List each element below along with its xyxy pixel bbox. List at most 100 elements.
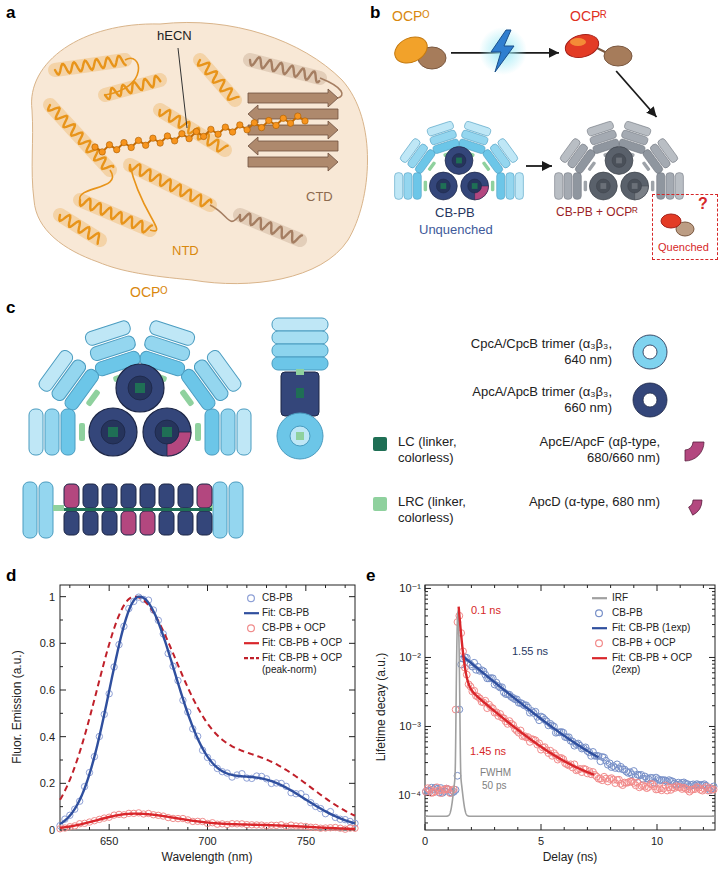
figure-art xyxy=(237,409,251,455)
figure-art xyxy=(237,122,243,128)
figure-art xyxy=(248,153,338,171)
figure-art xyxy=(712,747,715,748)
figure-art xyxy=(109,585,110,591)
figure-art xyxy=(159,110,227,151)
annotation: 0.1 ns xyxy=(471,604,501,617)
phycobilisome-drawing xyxy=(395,121,524,200)
legend-label: CpcA/CpcB trimer (α₃β₃, 640 nm) xyxy=(470,336,612,367)
figure-art xyxy=(208,126,214,132)
figure-art xyxy=(109,824,110,830)
figure-art xyxy=(425,609,428,610)
figure-art xyxy=(475,186,489,200)
legend-swatch xyxy=(244,658,259,659)
domain-label: NTD xyxy=(172,244,199,259)
figure-art xyxy=(140,511,155,535)
figure-art xyxy=(39,482,53,538)
legend-swatch xyxy=(373,497,387,511)
protein-icon: OCPᴿ xyxy=(560,8,638,70)
figure-art xyxy=(272,318,328,331)
figure-art xyxy=(29,409,43,455)
legend-label: CB-PB + OCP xyxy=(262,622,354,634)
figure-art xyxy=(207,585,208,591)
figure-art xyxy=(448,585,449,588)
figure-art xyxy=(128,827,129,830)
figure-art xyxy=(250,57,319,82)
figure-art xyxy=(60,690,66,691)
figure-art xyxy=(101,420,125,444)
figure-art xyxy=(258,124,264,130)
figure-art xyxy=(657,137,679,163)
figure-art xyxy=(425,585,715,830)
figure-art xyxy=(213,482,227,538)
legend-swatch xyxy=(633,335,667,369)
figure-art xyxy=(689,500,702,515)
figure-art xyxy=(37,348,75,393)
node-shape xyxy=(657,209,697,239)
figure-art xyxy=(425,693,428,694)
flow-arrow xyxy=(616,71,656,117)
figure-art xyxy=(148,319,196,347)
figure-art xyxy=(425,615,428,616)
figure-art xyxy=(69,585,70,588)
figure-art xyxy=(661,214,681,228)
node-shape xyxy=(388,30,450,74)
figure-art xyxy=(445,147,473,175)
figure-art xyxy=(633,335,667,369)
figure-art xyxy=(657,585,658,591)
figure-art xyxy=(497,173,505,200)
figure-art xyxy=(121,484,136,508)
node-label: Unquenched xyxy=(419,223,493,238)
figure-art xyxy=(666,173,674,200)
figure-art xyxy=(352,713,355,714)
figure-art xyxy=(60,596,66,597)
figure-art xyxy=(60,806,63,807)
figure-art xyxy=(712,737,715,738)
figure-art xyxy=(600,183,606,189)
figure-art xyxy=(281,372,319,416)
axis-tick: 0.6 xyxy=(40,684,55,697)
figure-art xyxy=(296,369,304,375)
figure-art xyxy=(448,827,449,830)
figure-art xyxy=(712,684,715,685)
figure-art xyxy=(506,173,514,200)
node-label: CB-PB + OCPᴿ xyxy=(556,206,638,220)
figure-art xyxy=(610,585,611,588)
figure-art xyxy=(159,511,174,535)
annotation: 1.45 ns xyxy=(470,745,506,758)
emission-chart xyxy=(57,585,358,832)
figure-art xyxy=(657,824,658,830)
legend-label: CB-PB xyxy=(612,607,714,619)
figure-art xyxy=(53,505,64,511)
figure-art xyxy=(471,827,472,830)
figure-art xyxy=(273,122,279,128)
figure-art xyxy=(610,827,611,830)
node-shape xyxy=(560,30,638,70)
axis-title: Lifetime decay (a.u.) xyxy=(375,653,389,762)
figure-art xyxy=(373,497,387,511)
figure-art xyxy=(624,121,652,137)
figure-art xyxy=(102,511,117,535)
figure-art xyxy=(573,173,581,200)
figure-art xyxy=(472,183,478,189)
figure-art xyxy=(164,133,170,139)
figure-art xyxy=(564,173,572,200)
node-label: OCPᴿ xyxy=(570,8,607,24)
figure-art xyxy=(55,56,126,75)
figure-art xyxy=(178,511,193,535)
figure-art xyxy=(60,666,63,667)
figure-art xyxy=(712,798,715,799)
legend-label: ApcD (α-type, 680 nm) xyxy=(520,494,660,510)
axis-tick: 10⁻² xyxy=(399,651,421,664)
node-label: Quenched xyxy=(658,241,709,254)
figure-art xyxy=(459,607,594,775)
figure-art xyxy=(425,762,428,763)
figure-art xyxy=(710,786,717,793)
figure-art xyxy=(709,657,715,658)
figure-art xyxy=(84,319,132,347)
protein-icon: OCPᴼ xyxy=(388,8,450,78)
figure-art xyxy=(222,124,228,130)
panel-letter: d xyxy=(6,566,16,586)
axis-tick: 0.4 xyxy=(40,730,55,743)
figure-art xyxy=(290,426,310,446)
figure-art xyxy=(712,774,715,775)
